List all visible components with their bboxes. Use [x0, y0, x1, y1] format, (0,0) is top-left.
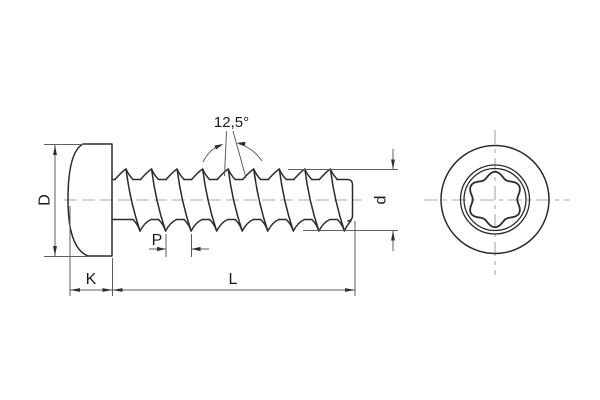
thread-line: [285, 218, 306, 232]
arrowhead-right: [345, 288, 355, 292]
side-view: [64, 143, 362, 257]
label-thread-pitch: P: [152, 232, 163, 249]
thread-line: [190, 168, 211, 181]
label-head-height: K: [86, 271, 97, 288]
thread-line: [311, 218, 331, 232]
arrowhead-up: [53, 145, 57, 155]
annotation-flank-angle: 12,5°: [202, 114, 263, 179]
thread-line: [183, 218, 203, 232]
arrowhead-up-right: [214, 144, 224, 150]
front-view: [424, 130, 570, 275]
thread-line: [139, 168, 160, 181]
label-flank-angle: 12,5°: [214, 114, 249, 131]
arrowhead-left: [191, 246, 201, 252]
arrowhead-left: [112, 288, 123, 292]
leader-line: [232, 130, 247, 179]
dimension-thread-diameter: d: [288, 149, 398, 251]
thread-line: [234, 218, 254, 232]
arrowhead-right: [102, 288, 113, 292]
screw-tip-end: [336, 178, 354, 222]
dimension-head-height: K: [69, 206, 113, 296]
dimension-thread-pitch: P: [149, 232, 209, 257]
thread-line: [114, 168, 134, 181]
thread-profile: [114, 168, 352, 232]
thread-line: [132, 218, 152, 232]
label-head-diameter: D: [37, 194, 54, 206]
leader-line: [224, 130, 227, 177]
thread-line: [260, 218, 280, 232]
thread-line: [318, 168, 339, 181]
thread-line: [216, 168, 236, 181]
arrowhead-up: [391, 230, 395, 241]
arrowhead-down: [53, 246, 57, 256]
angle-arc: [238, 143, 263, 162]
dimension-total-length: L: [112, 221, 356, 296]
thread-line: [208, 218, 229, 232]
recess-chamfer-circle: [459, 164, 531, 235]
label-total-length: L: [229, 271, 238, 288]
arrowhead-right: [157, 246, 166, 252]
thread-line: [157, 218, 178, 232]
arrowhead-down: [391, 159, 395, 170]
screw-head-outline: [67, 143, 113, 257]
thread-line: [267, 168, 288, 181]
dimension-head-diameter: D: [37, 144, 89, 257]
arrowhead-up-left: [236, 141, 246, 146]
thread-line: [293, 168, 313, 181]
torx-recess-outline: [469, 170, 521, 229]
head-outer-circle: [440, 144, 550, 255]
label-thread-diameter: d: [373, 196, 390, 205]
arrowhead-left: [70, 288, 80, 292]
thread-line: [165, 168, 185, 181]
recess-inner-circle: [463, 167, 527, 232]
